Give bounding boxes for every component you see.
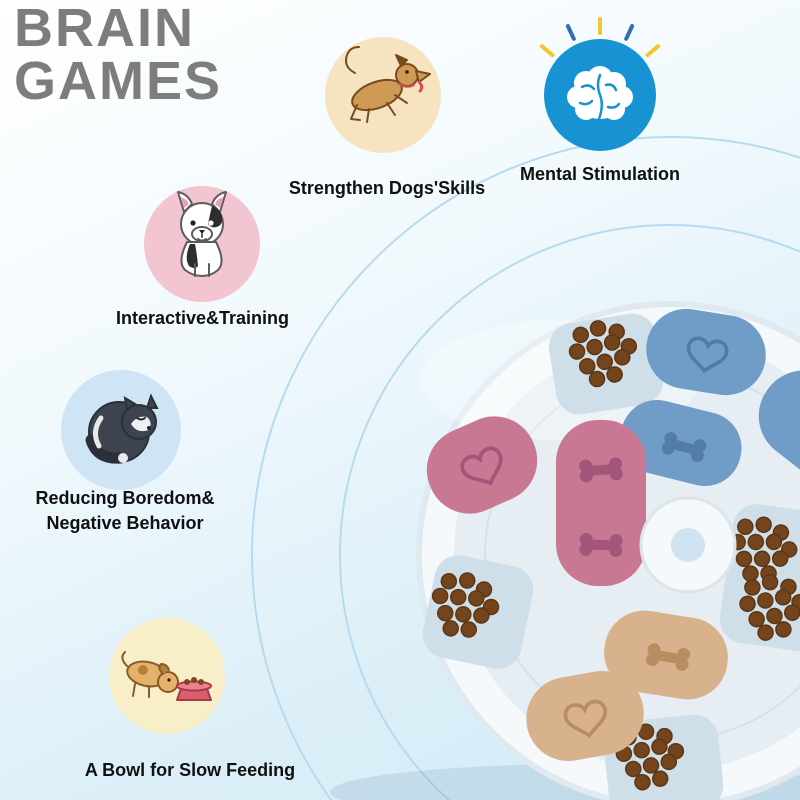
puzzle-piece-tan-heart[interactable]	[520, 664, 651, 767]
title-line-2: GAMES	[14, 51, 223, 112]
feature-strengthen-skills	[321, 33, 445, 157]
brain-icon	[539, 17, 661, 151]
feature-label-boredom-line1: Reducing Boredom&	[35, 488, 215, 508]
puzzle-pieces	[413, 303, 800, 767]
feature-interactive-training	[140, 182, 264, 306]
puzzle-piece-blue-heart[interactable]	[640, 303, 771, 401]
puzzle-piece-blue-wedge[interactable]	[741, 353, 800, 498]
feature-label-slow-feeding: A Bowl for Slow Feeding	[84, 760, 296, 780]
center-hub[interactable]	[639, 496, 737, 594]
sleeping-cat-icon	[61, 370, 181, 490]
feature-label-mental: Mental Stimulation	[519, 164, 680, 184]
bulldog-icon	[144, 186, 260, 302]
dog-bowl-icon	[109, 618, 225, 734]
puzzle-piece-pink-heart[interactable]	[413, 403, 550, 527]
feature-slow-feeding	[105, 614, 229, 738]
feature-reducing-boredom	[57, 366, 185, 494]
puzzle-piece-pink-bones[interactable]	[556, 420, 646, 586]
feature-label-strengthen: Strengthen Dogs'Skills	[288, 178, 486, 198]
feature-label-interactive: Interactive&Training	[115, 308, 290, 328]
feature-label-boredom: Reducing Boredom& Negative Behavior	[0, 486, 250, 536]
outer-arc	[251, 136, 800, 800]
spark-rays-icon	[539, 17, 661, 58]
jumping-dog-icon	[325, 37, 441, 153]
inner-arc	[339, 224, 800, 800]
page-title: BRAIN GAMES	[14, 0, 223, 112]
title-line-1: BRAIN	[14, 0, 195, 58]
feature-label-boredom-line2: Negative Behavior	[46, 513, 204, 534]
feature-mental-stimulation	[530, 9, 670, 159]
